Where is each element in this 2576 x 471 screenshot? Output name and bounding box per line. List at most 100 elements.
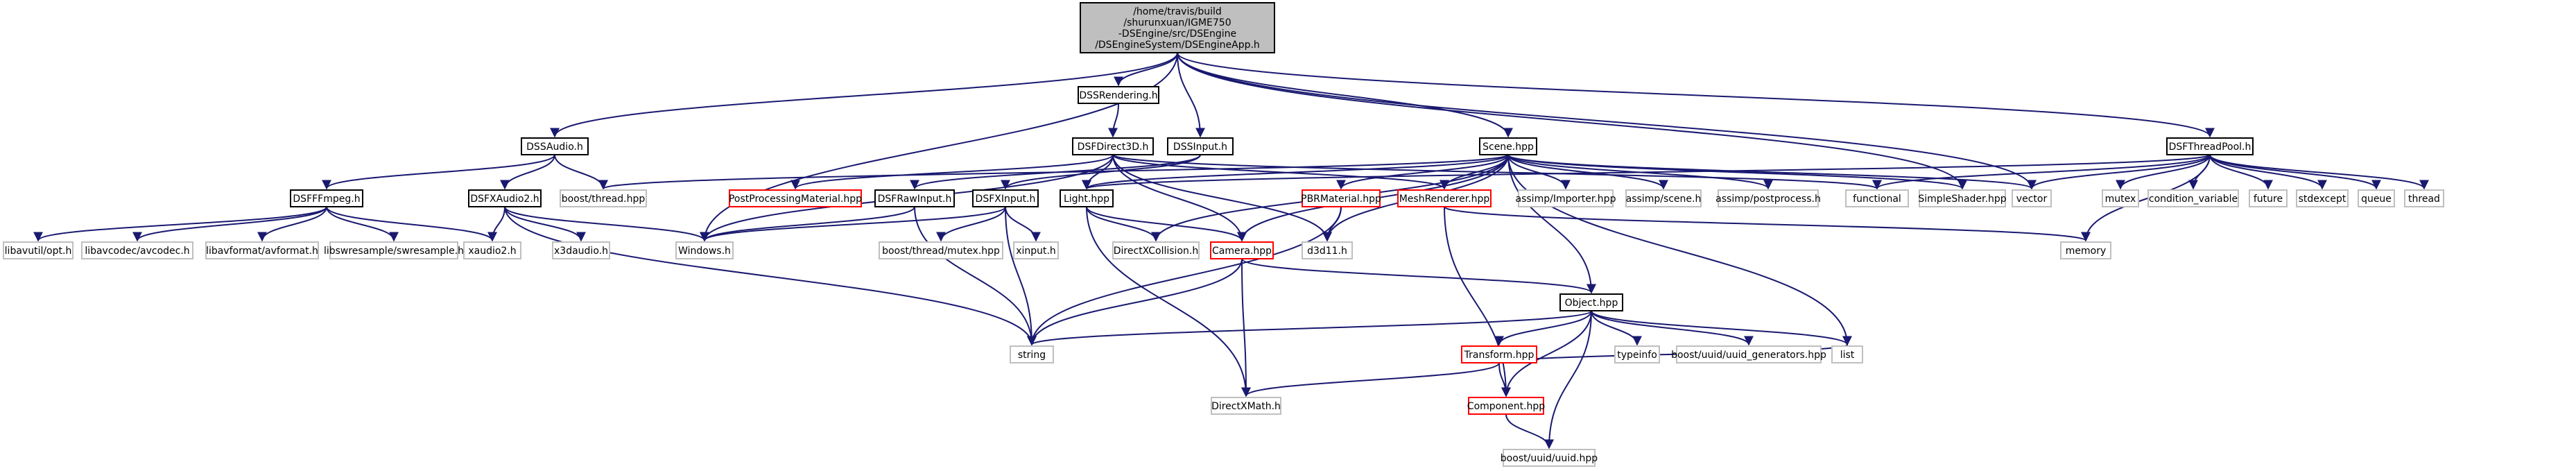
edge-dssaudio-to-dsfffmpeg <box>322 154 555 190</box>
edge-pbrmaterial-to-string <box>1027 206 1342 346</box>
edge-object-hpp-to-list <box>1591 310 1852 346</box>
edge-scene-hpp-to-assimp-importer <box>1507 154 1571 190</box>
edge-dsfffmpeg-to-libavformat <box>257 206 327 242</box>
node-box <box>1210 241 1274 259</box>
node-label: Transform.hpp <box>1464 350 1535 361</box>
node-libavcodec: libavcodec/avcodec.h <box>81 241 193 259</box>
node-camera-hpp[interactable]: Camera.hpp <box>1210 241 1274 259</box>
node-dssinput[interactable]: DSSInput.h <box>1167 137 1234 155</box>
node-label: DSFXAudio2.h <box>470 194 539 205</box>
node-component-hpp[interactable]: Component.hpp <box>1467 397 1545 415</box>
node-post-processing[interactable]: PostProcessingMaterial.hpp <box>729 189 862 207</box>
edge-scene-hpp-to-assimp-scene <box>1507 154 1668 190</box>
node-box <box>1831 345 1863 363</box>
node-pbrmaterial[interactable]: PBRMaterial.hpp <box>1301 189 1381 207</box>
node-box <box>290 189 363 207</box>
node-label: DSSRendering.h <box>1079 90 1157 101</box>
node-dsfxaudio2[interactable]: DSFXAudio2.h <box>468 189 542 207</box>
node-label: mutex <box>2105 194 2136 205</box>
node-box <box>2012 189 2052 207</box>
edge-dsfffmpeg-to-libswresample <box>326 206 399 242</box>
node-box <box>1010 345 1054 363</box>
node-scene-hpp[interactable]: Scene.hpp <box>1479 137 1537 155</box>
edge-scene-hpp-to-pbrmaterial <box>1336 154 1509 190</box>
node-box <box>1302 241 1353 259</box>
node-label: SimpleShader.hpp <box>1918 194 2006 205</box>
node-object-hpp[interactable]: Object.hpp <box>1559 293 1623 311</box>
edge-camera-hpp-to-object-hpp <box>1241 258 1596 294</box>
edge-root-to-dsfthread-pool <box>1177 52 2215 138</box>
edge-object-hpp-to-transform-hpp <box>1494 310 1592 346</box>
node-list: list <box>1831 345 1863 363</box>
node-functional: functional <box>1845 189 1909 207</box>
edge-scene-hpp-to-object-hpp <box>1507 154 1596 294</box>
node-box <box>560 189 647 207</box>
node-label: typeinfo <box>1617 350 1657 361</box>
edge-component-hpp-to-boost-uuid <box>1505 413 1554 449</box>
edge-dsfthread-pool-to-queue <box>2209 154 2381 190</box>
node-root[interactable]: /home/travis/build/shurunxuan/IGME750-DS… <box>1080 2 1275 53</box>
nodes-layer: /home/travis/build/shurunxuan/IGME750-DS… <box>3 2 2444 467</box>
node-box <box>2147 189 2239 207</box>
node-label: d3d11.h <box>1307 246 1347 257</box>
node-box <box>1559 293 1623 311</box>
node-label: boost/thread/mutex.hpp <box>882 246 1000 257</box>
node-box <box>675 241 734 259</box>
node-box <box>2102 189 2139 207</box>
node-dssrendering[interactable]: DSSRendering.h <box>1078 86 1159 104</box>
node-box <box>1845 189 1909 207</box>
node-label: DSFFFmpeg.h <box>293 194 360 205</box>
edge-dsfxaudio2-to-windows <box>504 206 709 242</box>
node-label: -DSEngine/src/DSEngine <box>1118 28 1236 40</box>
node-boost-mutex: boost/thread/mutex.hpp <box>879 241 1003 259</box>
node-box <box>1479 137 1537 155</box>
node-box <box>1112 241 1200 259</box>
node-dsfdirect3-d[interactable]: DSFDirect3D.h <box>1072 137 1154 155</box>
node-label: string <box>1018 350 1046 361</box>
edge-object-hpp-to-boost-uuid <box>1544 310 1592 449</box>
node-condvar: condition_variable <box>2147 189 2239 207</box>
node-label: libavutil/opt.h <box>5 246 72 257</box>
edge-light-hpp-to-direct-xcollision <box>1086 206 1161 242</box>
node-dsfthread-pool[interactable]: DSFThreadPool.h <box>2166 137 2254 155</box>
node-dsfxinput[interactable]: DSFXInput.h <box>972 189 1039 207</box>
node-d3d11: d3d11.h <box>1302 241 1353 259</box>
edge-scene-hpp-to-list <box>1507 154 1852 346</box>
node-box <box>1078 86 1159 104</box>
node-dsfraw-input[interactable]: DSFRawInput.h <box>874 189 955 207</box>
node-box <box>1676 345 1822 363</box>
node-label: vector <box>2016 194 2048 205</box>
node-label: xinput.h <box>1016 246 1056 257</box>
node-label: boost/uuid/uuid_generators.hpp <box>1671 350 1826 361</box>
edge-object-hpp-to-string <box>1027 310 1592 346</box>
edge-dsfxinput-to-windows <box>700 206 1006 242</box>
node-label: DirectXMath.h <box>1211 401 1281 412</box>
node-assimp-scene: assimp/scene.h <box>1625 189 1702 207</box>
node-light-hpp[interactable]: Light.hpp <box>1060 189 1114 207</box>
node-box <box>1718 189 1819 207</box>
edge-dsfffmpeg-to-libavcodec <box>132 206 327 242</box>
node-dsfffmpeg[interactable]: DSFFFmpeg.h <box>290 189 363 207</box>
node-label: DSFXInput.h <box>976 194 1036 205</box>
node-label: /DSEngineSystem/DSEngineApp.h <box>1095 40 1260 51</box>
node-label: libavcodec/avcodec.h <box>85 246 189 257</box>
node-transform-hpp[interactable]: Transform.hpp <box>1461 345 1537 363</box>
node-dssaudio[interactable]: DSSAudio.h <box>521 137 589 155</box>
edge-dsfxaudio2-to-string <box>504 206 1037 346</box>
node-label: DSFDirect3D.h <box>1078 142 1149 153</box>
node-label: Light.hpp <box>1064 194 1109 205</box>
edge-dsfthread-pool-to-functional <box>1872 154 2211 190</box>
node-label: DSSInput.h <box>1173 142 1227 153</box>
node-box <box>205 241 319 259</box>
node-xaudio2: xaudio2.h <box>463 241 521 259</box>
node-box <box>1167 137 1234 155</box>
edge-dsfthread-pool-to-stdexcept <box>2209 154 2327 190</box>
node-label: Object.hpp <box>1565 298 1618 309</box>
node-label: xaudio2.h <box>468 246 516 257</box>
node-box <box>463 241 521 259</box>
node-label: Camera.hpp <box>1212 246 1272 257</box>
edge-root-to-scene-hpp <box>1177 52 1513 138</box>
node-mesh-renderer[interactable]: MeshRenderer.hpp <box>1397 189 1492 207</box>
edge-transform-hpp-to-direct-xmath <box>1241 362 1500 397</box>
node-box <box>329 241 458 259</box>
